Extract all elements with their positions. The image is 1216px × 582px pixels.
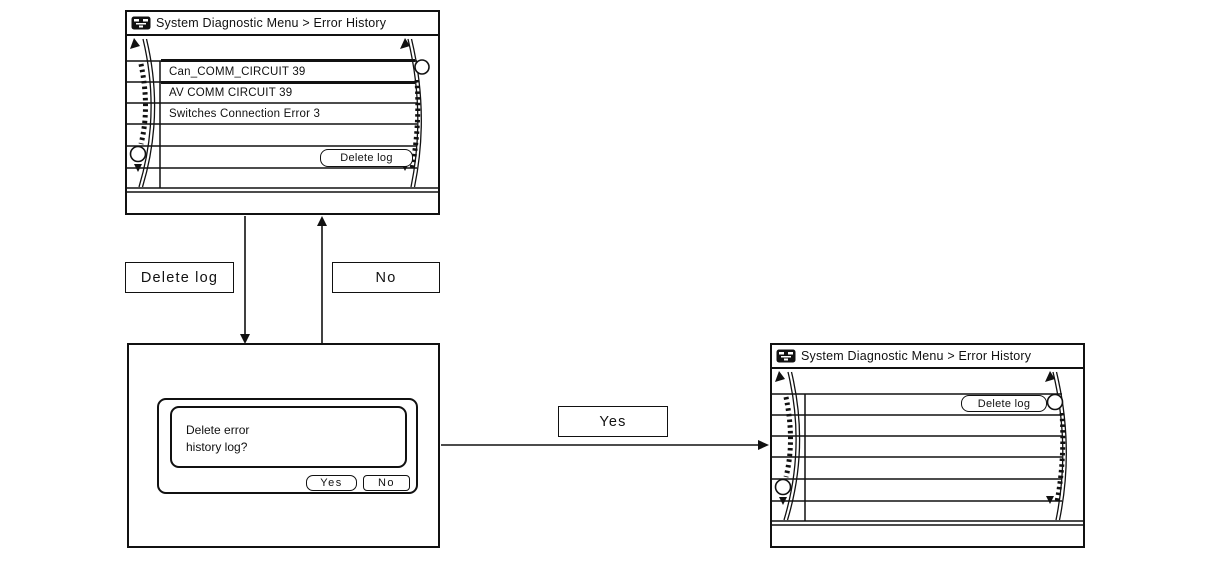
right-dial-circle	[414, 59, 430, 75]
display-icon	[776, 349, 796, 363]
arrowhead-up	[317, 216, 327, 226]
screen-bezel-decoration	[127, 38, 438, 193]
error-list-item[interactable]: Switches Connection Error 3	[169, 107, 321, 120]
bottom-left-triangle-icon	[779, 497, 787, 505]
delete-log-button[interactable]: Delete log	[320, 149, 413, 167]
left-tick-strip	[138, 63, 148, 145]
screen-error-history-cleared: System Diagnostic Menu > Error History	[770, 343, 1085, 548]
flow-label-no: No	[332, 262, 440, 293]
left-dial-circle	[129, 145, 147, 163]
no-button[interactable]: No	[363, 475, 410, 491]
error-list-item[interactable]: AV COMM CIRCUIT 39	[169, 86, 293, 99]
titlebar: System Diagnostic Menu > Error History	[772, 345, 1083, 369]
bottom-left-triangle-icon	[134, 164, 142, 172]
flow-label-yes: Yes	[558, 406, 668, 437]
screen-title: System Diagnostic Menu > Error History	[156, 16, 387, 30]
right-tick-strip	[1054, 412, 1066, 503]
dialog-message: Delete error history log?	[186, 423, 250, 454]
top-right-triangle-icon	[1045, 371, 1055, 382]
right-tick-strip	[409, 79, 421, 170]
screen-body: Can_COMM_CIRCUIT 39 AV COMM CIRCUIT 39 S…	[127, 36, 438, 213]
error-list-item-selected[interactable]: Can_COMM_CIRCUIT 39	[161, 59, 415, 84]
yes-button[interactable]: Yes	[306, 475, 357, 491]
left-dial-circle	[774, 478, 792, 496]
screen-title: System Diagnostic Menu > Error History	[801, 349, 1032, 363]
screen-confirm-dialog: Delete error history log? Yes No	[127, 343, 440, 548]
screen-body: Delete log	[772, 369, 1083, 546]
dialog-message-box: Delete error history log?	[170, 406, 407, 468]
titlebar: System Diagnostic Menu > Error History	[127, 12, 438, 36]
top-right-triangle-icon	[400, 38, 410, 49]
arrowhead-right	[758, 440, 769, 450]
delete-log-button-cleared[interactable]: Delete log	[961, 395, 1047, 412]
top-left-triangle-icon	[775, 371, 785, 382]
left-tick-strip	[783, 396, 793, 478]
confirm-dialog: Delete error history log? Yes No	[157, 398, 418, 494]
screen-bezel-decoration	[772, 371, 1083, 526]
display-icon	[131, 16, 151, 30]
screen-error-history-list: System Diagnostic Menu > Error History	[125, 10, 440, 215]
flow-label-delete-log: Delete log	[125, 262, 234, 293]
top-left-triangle-icon	[130, 38, 140, 49]
right-dial-circle	[1046, 393, 1064, 411]
bottom-right-triangle-icon	[1046, 496, 1054, 504]
